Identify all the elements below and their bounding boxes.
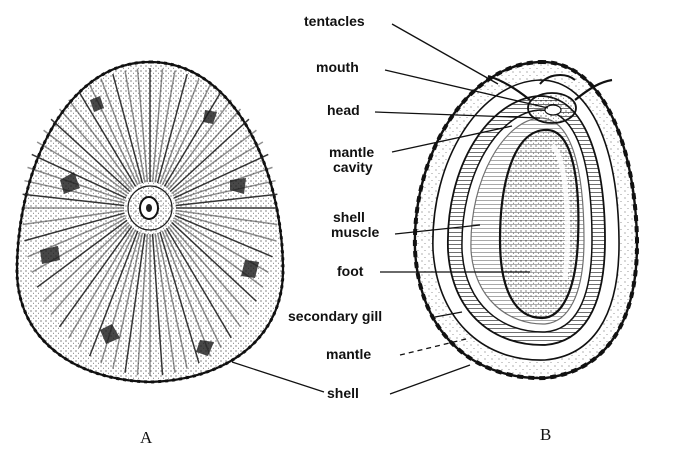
label-shell-muscle-line2: muscle <box>331 225 379 240</box>
limpet-underside-view <box>415 62 637 378</box>
label-tentacles: tentacles <box>304 14 365 29</box>
label-shell: shell <box>327 386 359 401</box>
caption-a: A <box>140 428 152 448</box>
label-shell-muscle-line1: shell <box>333 210 365 225</box>
label-head: head <box>327 103 360 118</box>
label-mantle-cavity-line2: cavity <box>333 160 373 175</box>
shell-top-view <box>17 62 283 382</box>
label-secondary-gill: secondary gill <box>288 309 382 324</box>
label-foot: foot <box>337 264 363 279</box>
caption-b: B <box>540 425 551 445</box>
label-mantle: mantle <box>326 347 371 362</box>
label-mantle-cavity-line1: mantle <box>329 145 374 160</box>
label-mouth: mouth <box>316 60 359 75</box>
